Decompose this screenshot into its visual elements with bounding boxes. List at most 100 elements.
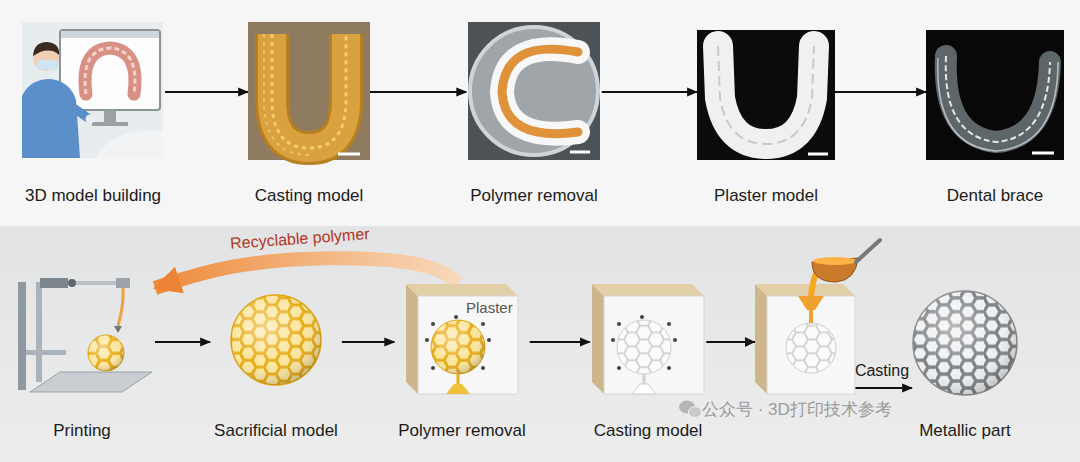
- image-panel: 3D model building: [21, 22, 165, 206]
- plaster-block: [481, 366, 485, 370]
- step-caption: Dental brace: [947, 186, 1043, 206]
- casting-model-photo: [338, 153, 360, 156]
- brace-photo: [938, 58, 1058, 151]
- mould-block: [667, 366, 671, 370]
- dish-photo: [470, 27, 598, 155]
- pour-figure: [813, 257, 857, 265]
- sacrificial-ball: [231, 295, 321, 385]
- printer-figure: [88, 335, 124, 371]
- plaster-photo: [697, 30, 835, 160]
- plaster-block: [431, 320, 485, 374]
- metal-ball: [913, 291, 1017, 395]
- step-caption: Casting model: [255, 186, 364, 206]
- dentist-photo: [22, 22, 163, 158]
- image-panel: Dental brace: [926, 30, 1064, 206]
- pour-figure: [767, 296, 855, 394]
- pour-figure: [755, 284, 855, 296]
- brace-photo: [1032, 152, 1054, 155]
- dentist-photo: [22, 22, 163, 158]
- dentist-photo: [95, 130, 163, 158]
- mould-block: [673, 338, 677, 342]
- plaster-photo: [697, 30, 835, 160]
- mould-block: [604, 296, 704, 394]
- plaster-block: [454, 315, 458, 319]
- dish-photo: [468, 22, 600, 160]
- step-caption: Polymer removal: [470, 186, 598, 206]
- mould-block: [611, 315, 677, 370]
- dentist-photo: [86, 115, 95, 124]
- plaster-photo: [718, 46, 814, 144]
- image-panel: Polymer removal: [466, 22, 602, 206]
- image-panel: Sacrificial model: [210, 294, 342, 441]
- dentist-photo: [37, 60, 58, 70]
- edge-label: Recyclable polymer: [230, 224, 371, 253]
- printer-figure: [18, 282, 26, 390]
- printer-figure: [118, 288, 123, 326]
- printer-figure: [116, 278, 130, 288]
- pour-figure: [812, 258, 858, 282]
- plaster-block: [418, 296, 518, 394]
- watermark: 公众号 · 3D打印技术参考: [702, 400, 892, 419]
- dish-photo: [468, 22, 600, 160]
- mould-block: [611, 338, 615, 342]
- printer-figure: [88, 335, 124, 371]
- plaster-photo: [718, 46, 814, 144]
- image-panel: Casting model: [590, 283, 707, 441]
- printer-figure: [26, 350, 66, 355]
- dentist-photo: [22, 79, 80, 158]
- plaster-block: [487, 338, 491, 342]
- flow-arrow: [835, 91, 926, 93]
- sacrificial-ball: [231, 295, 321, 385]
- brace-photo: [926, 30, 1064, 160]
- part-label: Plaster: [466, 299, 513, 316]
- recycle-arrow: [155, 258, 458, 288]
- plaster-block: [406, 284, 518, 394]
- dish-photo: [502, 49, 578, 134]
- mould-block: [617, 322, 621, 326]
- mould-block: [640, 315, 644, 319]
- flow-arrow: [342, 341, 394, 343]
- casting-model-photo: [272, 34, 346, 148]
- step-caption: Polymer removal: [398, 421, 526, 441]
- flow-arrow: [155, 341, 210, 343]
- printer-figure: [114, 326, 122, 333]
- flow-arrow: [530, 341, 590, 343]
- mould-block: [667, 322, 671, 326]
- dentist-photo: [62, 100, 88, 118]
- watermark-icon: [689, 407, 702, 418]
- dentist-photo: [61, 31, 159, 38]
- plaster-block: [406, 284, 518, 296]
- flow-arrow: [165, 91, 248, 93]
- pour-figure: [809, 310, 813, 323]
- image-panel: Printing: [9, 276, 155, 441]
- mould-block: [617, 320, 671, 374]
- mould-block: [592, 284, 704, 394]
- flow-arrow: [370, 91, 466, 93]
- watermark-icon: [679, 401, 702, 418]
- pour-figure: [786, 323, 836, 373]
- step-caption: Printing: [53, 421, 111, 441]
- casting-model-photo: [272, 34, 346, 148]
- edge-label: Casting: [855, 361, 909, 380]
- plaster-block: [431, 366, 435, 370]
- metal-ball: [913, 291, 1017, 395]
- pour-figure: [755, 284, 767, 394]
- printer-figure: [30, 372, 152, 392]
- plaster-block: [481, 322, 485, 326]
- plaster-block: [425, 338, 429, 342]
- sacrificial-ball: [231, 295, 321, 385]
- step-caption: Metallic part: [919, 421, 1011, 441]
- plaster-block: [406, 284, 418, 394]
- pour-figure: [798, 296, 824, 310]
- printer-figure: [40, 278, 68, 288]
- casting-model-photo: [248, 22, 370, 160]
- dentist-photo: [85, 48, 135, 94]
- brace-photo: [946, 56, 1050, 142]
- dentist-photo: [85, 48, 135, 94]
- image-panel: Casting model: [248, 22, 370, 206]
- pour-figure: [745, 337, 755, 347]
- step-caption: Plaster model: [714, 186, 818, 206]
- dish-photo: [570, 151, 590, 154]
